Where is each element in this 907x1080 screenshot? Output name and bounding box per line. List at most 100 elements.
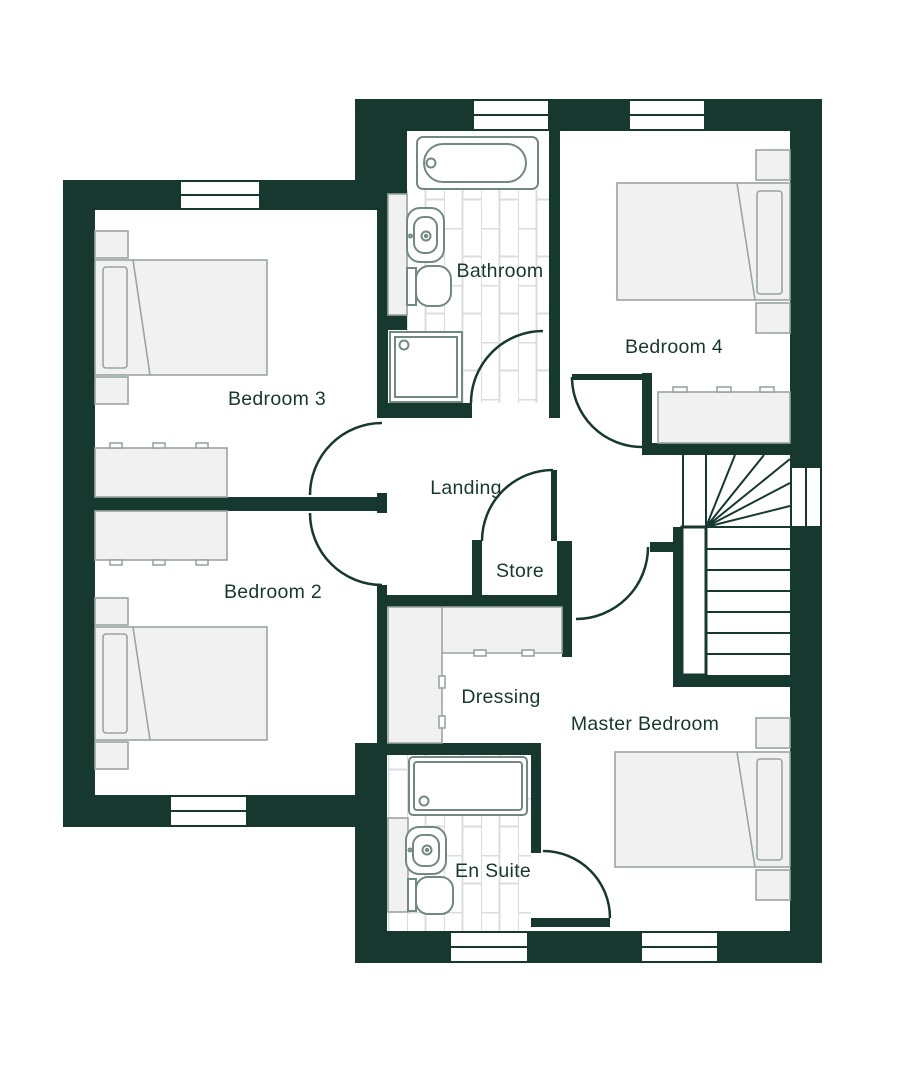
wardrobe xyxy=(387,606,563,744)
door-arc-bedroom2 xyxy=(308,512,383,587)
nightstand xyxy=(755,869,791,901)
dresser-bedroom4 xyxy=(657,386,791,444)
bed-fold-line xyxy=(736,182,756,301)
bed-pillow xyxy=(102,633,128,734)
window-bedroom4-top xyxy=(628,99,706,131)
door-arc-ensuite xyxy=(542,849,612,919)
window-master-bottom xyxy=(640,931,719,963)
wall-stair-left xyxy=(673,527,683,683)
bathroom-sink-basin xyxy=(413,216,438,254)
ensuite-sink-basin xyxy=(412,834,440,867)
shower-drain xyxy=(398,339,410,351)
bed-bedroom2 xyxy=(94,597,268,770)
knob xyxy=(672,386,688,393)
wall-stub-below-bedroom2-door xyxy=(377,585,387,607)
ensuite-sink-tap xyxy=(421,844,433,856)
ensuite-sink-tap-dot xyxy=(424,847,430,853)
wall-corner-step xyxy=(355,131,377,210)
door-leaf-ensuite xyxy=(531,918,610,927)
wall-shower-alcove-left xyxy=(377,330,388,403)
bed-fold-line xyxy=(132,259,151,376)
shower-tray xyxy=(389,331,463,403)
ensuite-sink-dot xyxy=(407,847,413,853)
room-label-bedroom4: Bedroom 4 xyxy=(625,336,723,358)
window-ensuite-bottom xyxy=(449,931,529,963)
knob xyxy=(195,559,209,566)
wall-right-outer xyxy=(790,99,822,963)
wall-bathroom-right xyxy=(549,131,560,418)
bathroom-toilet-cistern xyxy=(406,267,417,306)
wall-landing-bottom xyxy=(387,595,572,607)
bathroom-toilet xyxy=(415,265,452,307)
room-label-dressing: Dressing xyxy=(461,686,540,708)
stair-newel xyxy=(680,525,708,677)
bed-pillow xyxy=(102,266,128,369)
wall-left-outer xyxy=(63,180,95,827)
room-label-landing: Landing xyxy=(430,477,502,499)
bathroom-sink-tap-dot xyxy=(423,233,429,239)
door-arc-store xyxy=(480,468,554,542)
desk xyxy=(94,510,228,561)
door-arc-bathroom xyxy=(469,329,544,404)
room-label-bedroom3: Bedroom 3 xyxy=(228,388,326,410)
bed-fold-line xyxy=(736,751,756,868)
knob xyxy=(109,442,123,449)
knob xyxy=(152,559,166,566)
nightstand xyxy=(94,597,129,626)
walls xyxy=(63,99,822,963)
windows xyxy=(169,99,822,963)
ensuite-drain xyxy=(418,795,430,807)
bathroom-sink-dot xyxy=(408,233,413,239)
knob xyxy=(759,386,775,393)
wall-top-outer xyxy=(355,99,822,131)
wall-store-left xyxy=(472,540,482,595)
wall-stair-bottom xyxy=(673,675,790,687)
bathtub-drain xyxy=(425,157,437,169)
ensuite-fixtures xyxy=(387,756,528,915)
knob xyxy=(438,715,446,729)
bathroom-vanity-strip xyxy=(387,193,408,316)
ensuite-toilet-cistern xyxy=(407,878,417,912)
door-leaf-bedroom4 xyxy=(572,374,642,380)
door-leaf-store xyxy=(551,470,557,541)
wall-bedroom4-bottom xyxy=(642,443,790,455)
room-label-bedroom2: Bedroom 2 xyxy=(224,581,322,603)
door-arc-bedroom4 xyxy=(570,376,643,449)
bed-pillow xyxy=(756,190,783,295)
bed-fold-line xyxy=(132,626,151,741)
wall-dressing-left xyxy=(377,607,387,743)
wall-master-door-stub xyxy=(650,542,683,552)
ensuite-vanity-strip xyxy=(387,817,409,913)
room-label-en-suite: En Suite xyxy=(455,860,531,882)
wall-ensuite-right xyxy=(531,743,541,853)
knob xyxy=(109,559,123,566)
desk xyxy=(94,447,228,498)
room-label-store: Store xyxy=(496,560,544,582)
knob xyxy=(195,442,209,449)
knob xyxy=(152,442,166,449)
room-labels: Bedroom 3 Bathroom Bedroom 4 Landing Sto… xyxy=(224,260,723,882)
nightstand xyxy=(755,302,791,334)
stair-treads xyxy=(682,454,791,655)
wall-center xyxy=(562,543,572,657)
nightstand xyxy=(94,376,129,405)
ensuite-shower-bath-inner xyxy=(413,761,523,811)
desk-bedroom2 xyxy=(94,510,228,566)
window-bedroom2-bottom xyxy=(169,795,248,827)
bathroom-sink-tap xyxy=(420,230,432,242)
nightstand xyxy=(94,741,129,770)
wall-bathroom-left-thin xyxy=(377,194,388,330)
bed-bedroom4 xyxy=(616,149,791,334)
wall-stub-between-bedroom-doors xyxy=(377,493,387,513)
window-stairs-right xyxy=(790,466,822,528)
bed-pillow xyxy=(756,758,783,861)
room-label-bathroom: Bathroom xyxy=(457,260,544,282)
bathtub-inner xyxy=(423,143,527,183)
wall-bathroom-left-top xyxy=(377,131,407,194)
staircase xyxy=(680,454,791,677)
knob xyxy=(521,649,535,657)
ensuite-shower-bath xyxy=(408,756,528,816)
wall-bottom-outer xyxy=(355,931,822,963)
